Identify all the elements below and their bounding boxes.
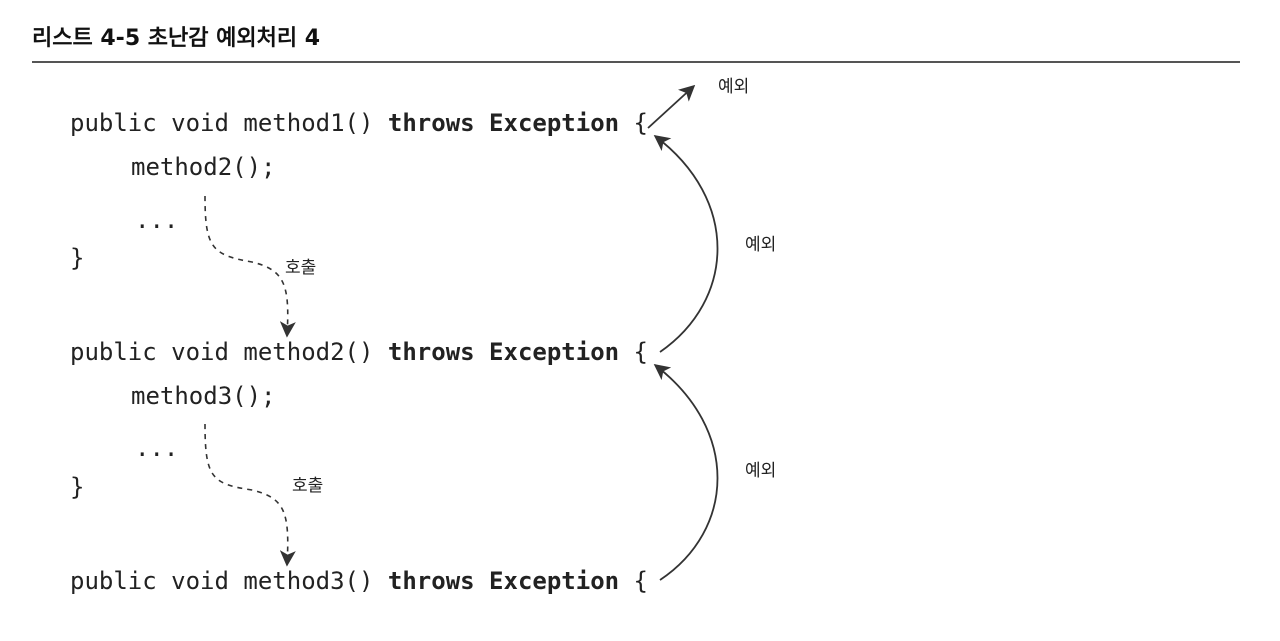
method1-ellipsis: ... (135, 206, 179, 234)
method3-throws-keyword: throws (387, 567, 475, 595)
method1-exception-keyword: Exception (489, 109, 620, 137)
method3-signature-line: public void method3() throws Exception { (70, 566, 648, 596)
method3-open-brace: { (619, 567, 648, 595)
method2-close-brace: } (70, 473, 85, 501)
page-title: 리스트 4-5 초난감 예외처리 4 (32, 26, 321, 51)
call-label-1: 호출 (285, 258, 317, 278)
method2-exception-keyword: Exception (489, 338, 620, 366)
method1-throws-keyword: throws (387, 109, 475, 137)
method1-close-brace: } (70, 244, 85, 272)
method3-signature: public void method3() (70, 567, 388, 595)
exception-label-2: 예외 (745, 461, 777, 481)
title-divider (32, 61, 1240, 63)
method1-call-line: method2(); (131, 153, 276, 181)
method2-signature-line: public void method2() throws Exception { (70, 337, 648, 367)
method3-exception-keyword: Exception (489, 567, 620, 595)
exception-arrow-2 (653, 364, 719, 581)
call-label-2: 호출 (292, 476, 324, 496)
method1-open-brace: { (619, 109, 648, 137)
exception-label-top: 예외 (718, 77, 750, 97)
exception-label-1: 예외 (745, 235, 777, 255)
exception-arrow-1 (653, 135, 719, 353)
exception-arrow-top (647, 84, 696, 129)
method1-signature: public void method1() (70, 109, 388, 137)
method2-throws-keyword: throws (387, 338, 475, 366)
method2-signature: public void method2() (70, 338, 388, 366)
method2-ellipsis: ... (135, 434, 179, 462)
call-arrow-2 (204, 423, 296, 567)
method1-signature-line: public void method1() throws Exception { (70, 108, 648, 138)
method2-open-brace: { (619, 338, 648, 366)
call-arrow-1 (204, 195, 296, 338)
method2-call-line: method3(); (131, 382, 276, 410)
